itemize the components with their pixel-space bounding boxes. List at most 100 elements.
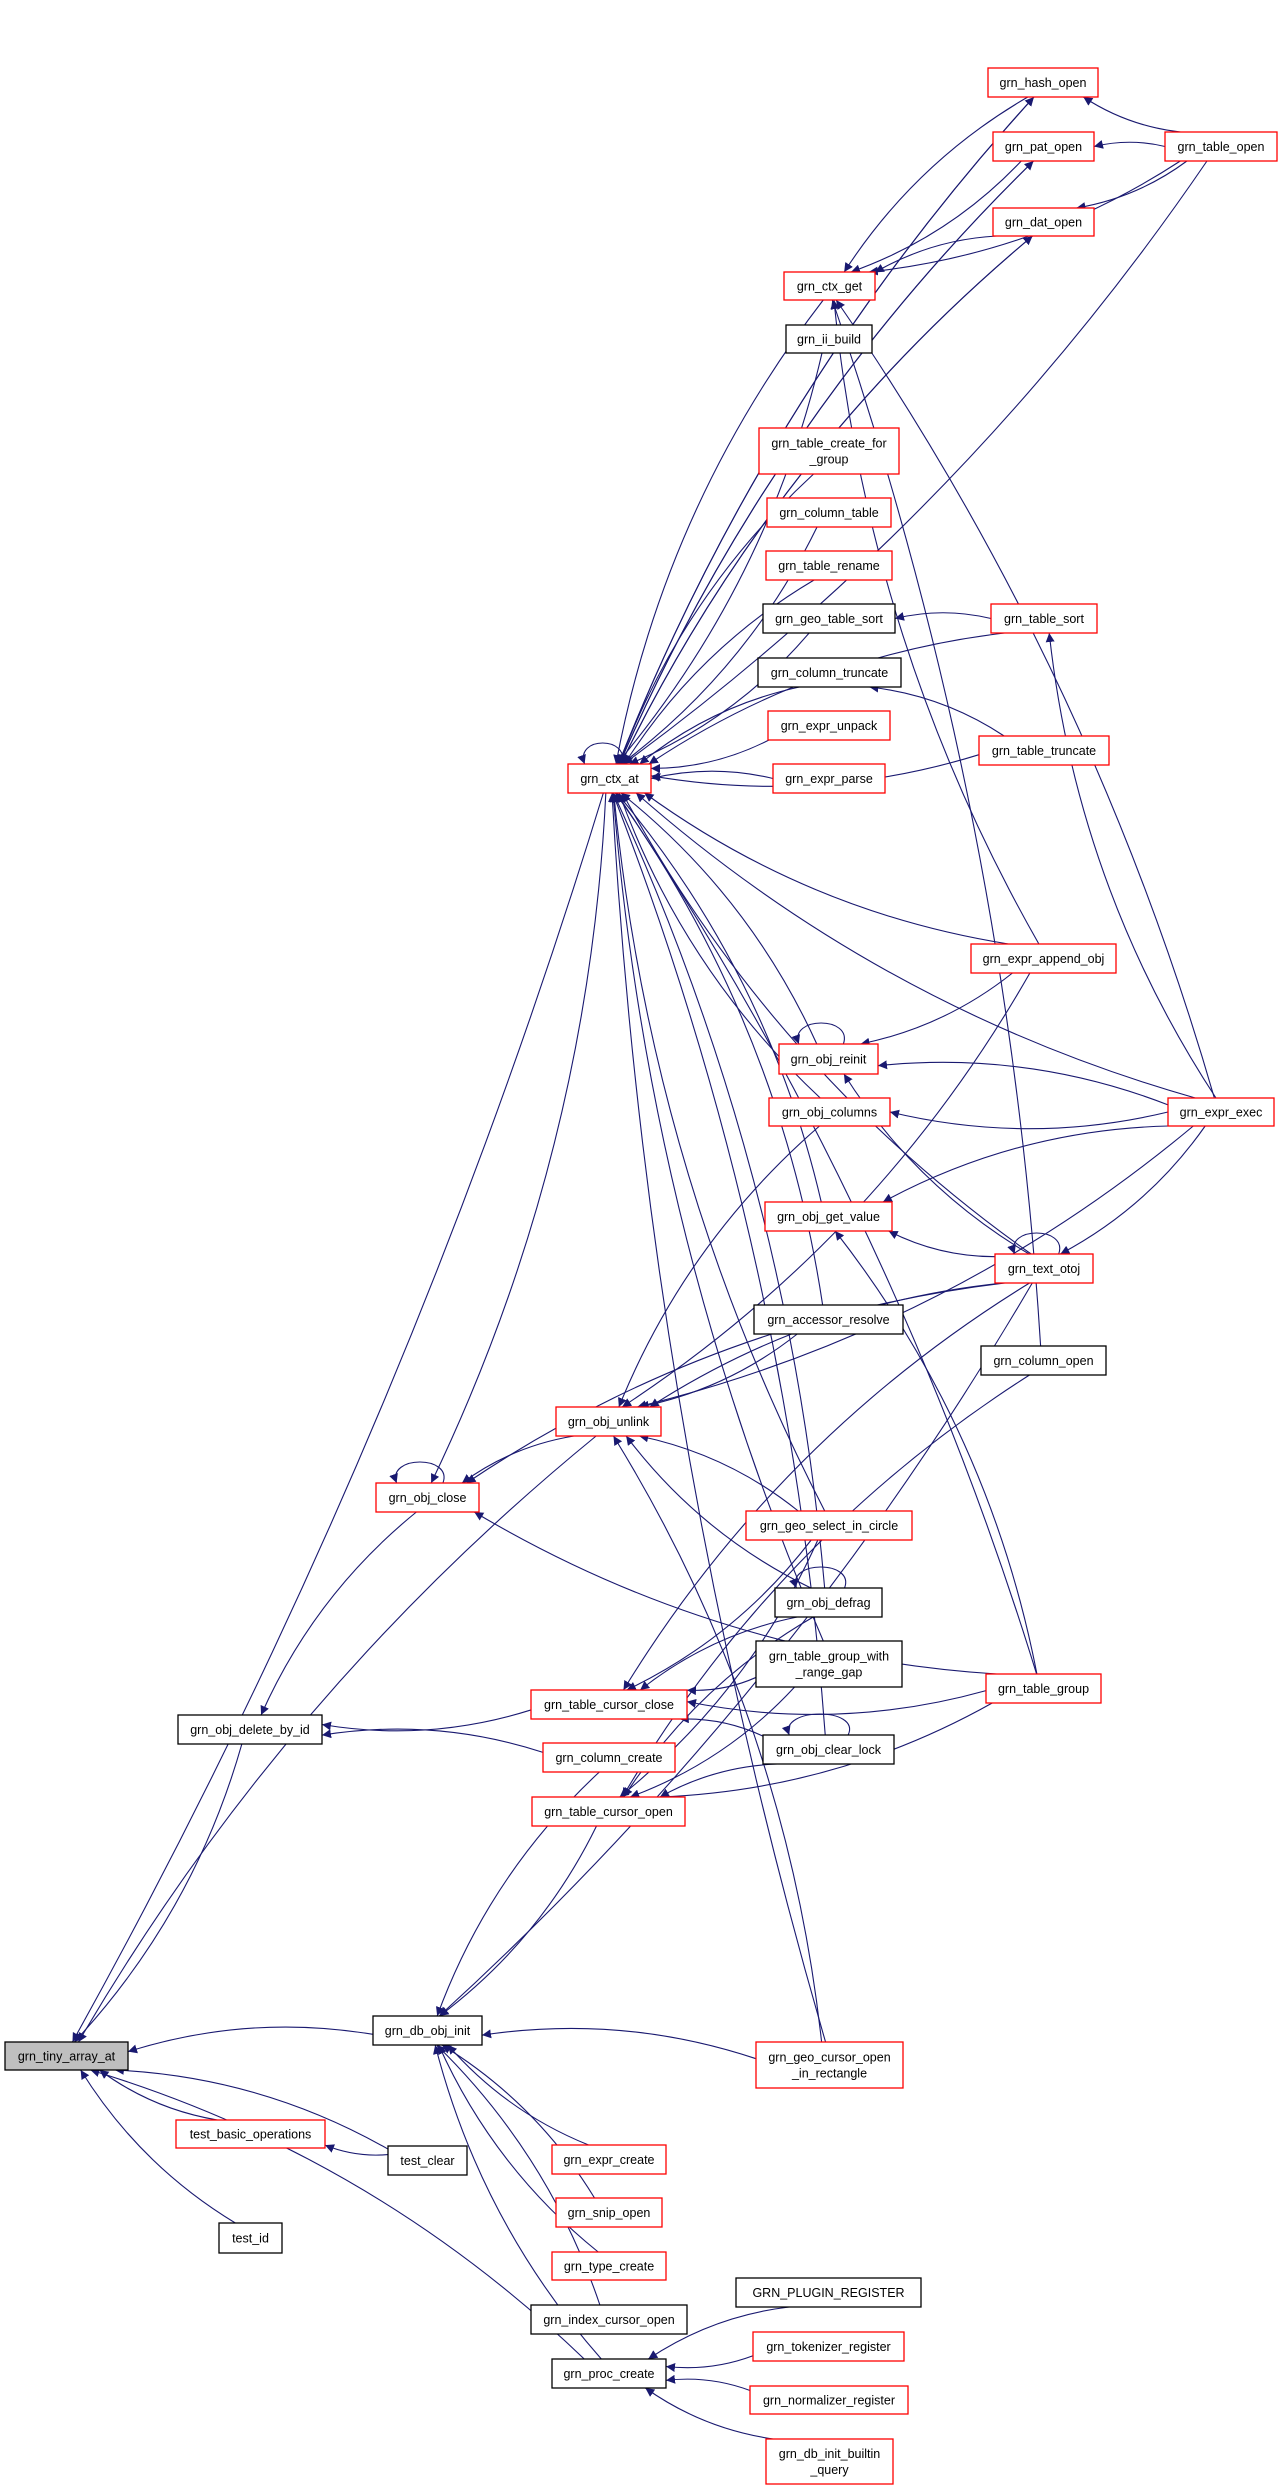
node-obj-columns[interactable]: grn_obj_columns [768, 1097, 891, 1127]
node-obj-get-value[interactable]: grn_obj_get_value [764, 1201, 893, 1232]
node-tokenizer-register[interactable]: grn_tokenizer_register [752, 2331, 905, 2362]
node-box[interactable] [978, 735, 1110, 766]
node-box[interactable] [372, 2015, 483, 2046]
node-box[interactable] [774, 1587, 883, 1618]
node-table-open[interactable]: grn_table_open [1164, 131, 1278, 162]
node-box[interactable] [762, 1734, 895, 1765]
node-box[interactable] [753, 1304, 904, 1335]
node-test-id[interactable]: test_id [218, 2222, 283, 2254]
node-box[interactable] [551, 2251, 667, 2281]
node-box[interactable] [375, 1482, 480, 1513]
node-box[interactable] [762, 603, 896, 634]
node-ii-build[interactable]: grn_ii_build [785, 324, 873, 354]
node-box[interactable] [749, 2385, 909, 2415]
node-column-open[interactable]: grn_column_open [980, 1345, 1107, 1376]
node-box[interactable] [4, 2041, 129, 2071]
node-box[interactable] [530, 1689, 688, 1720]
node-obj-defrag[interactable]: grn_obj_defrag [774, 1587, 883, 1618]
node-box[interactable] [530, 2304, 688, 2335]
node-expr-create[interactable]: grn_expr_create [551, 2144, 667, 2175]
node-expr-parse[interactable]: grn_expr_parse [772, 763, 886, 794]
node-box[interactable] [551, 2358, 667, 2389]
node-ctx-at[interactable]: grn_ctx_at [567, 763, 652, 794]
node-test-clear[interactable]: test_clear [387, 2145, 468, 2176]
node-test-basic-operations[interactable]: test_basic_operations [175, 2119, 326, 2149]
node-obj-reinit[interactable]: grn_obj_reinit [778, 1043, 879, 1075]
node-proc-create[interactable]: grn_proc_create [551, 2358, 667, 2389]
node-type-create[interactable]: grn_type_create [551, 2251, 667, 2281]
node-box[interactable] [735, 2277, 922, 2308]
node-accessor-resolve[interactable]: grn_accessor_resolve [753, 1304, 904, 1335]
node-box[interactable] [531, 1796, 686, 1827]
node-db-obj-init[interactable]: grn_db_obj_init [372, 2015, 483, 2046]
node-geo-cursor-open[interactable]: grn_geo_cursor_open_in_rectangle [755, 2041, 904, 2089]
node-box[interactable] [767, 710, 891, 741]
node-pat-open[interactable]: grn_pat_open [992, 131, 1095, 162]
node-box[interactable] [758, 427, 900, 475]
node-obj-close[interactable]: grn_obj_close [375, 1482, 480, 1513]
node-box[interactable] [757, 657, 902, 688]
node-box[interactable] [783, 271, 876, 301]
node-box[interactable] [778, 1043, 879, 1075]
node-geo-table-sort[interactable]: grn_geo_table_sort [762, 603, 896, 634]
node-expr-append-obj[interactable]: grn_expr_append_obj [970, 943, 1117, 974]
node-box[interactable] [175, 2119, 326, 2149]
node-box[interactable] [551, 2144, 667, 2175]
node-snip-open[interactable]: grn_snip_open [555, 2197, 663, 2228]
node-normalizer-register[interactable]: grn_normalizer_register [749, 2385, 909, 2415]
node-text-otoj[interactable]: grn_text_otoj [994, 1253, 1094, 1284]
node-box[interactable] [764, 1201, 893, 1232]
node-box[interactable] [1164, 131, 1278, 162]
node-table-cursor-open[interactable]: grn_table_cursor_open [531, 1796, 686, 1827]
node-box[interactable] [980, 1345, 1107, 1376]
node-table-group[interactable]: grn_table_group [985, 1673, 1102, 1704]
node-box[interactable] [1167, 1097, 1275, 1127]
node-box[interactable] [992, 207, 1095, 237]
node-box[interactable] [994, 1253, 1094, 1284]
node-box[interactable] [752, 2331, 905, 2362]
node-db-init-builtin-query[interactable]: grn_db_init_builtin_query [765, 2438, 894, 2485]
node-box[interactable] [992, 131, 1095, 162]
node-box[interactable] [567, 763, 652, 794]
node-column-truncate[interactable]: grn_column_truncate [757, 657, 902, 688]
node-box[interactable] [765, 2438, 894, 2485]
node-box[interactable] [970, 943, 1117, 974]
node-table-rename[interactable]: grn_table_rename [765, 550, 893, 581]
node-box[interactable] [765, 550, 893, 581]
node-box[interactable] [177, 1714, 323, 1745]
node-box[interactable] [542, 1742, 676, 1773]
node-box[interactable] [745, 1510, 913, 1541]
node-table-group-with[interactable]: grn_table_group_with_range_gap [755, 1640, 903, 1688]
node-dat-open[interactable]: grn_dat_open [992, 207, 1095, 237]
node-expr-unpack[interactable]: grn_expr_unpack [767, 710, 891, 741]
node-box[interactable] [755, 1640, 903, 1688]
node-box[interactable] [218, 2222, 283, 2254]
node-box[interactable] [766, 497, 892, 528]
node-box[interactable] [785, 324, 873, 354]
node-obj-clear-lock[interactable]: grn_obj_clear_lock [762, 1734, 895, 1765]
node-box[interactable] [985, 1673, 1102, 1704]
node-table-cursor-close[interactable]: grn_table_cursor_close [530, 1689, 688, 1720]
node-hash-open[interactable]: grn_hash_open [987, 67, 1099, 98]
node-obj-unlink[interactable]: grn_obj_unlink [555, 1406, 662, 1437]
node-table-create-for-group[interactable]: grn_table_create_for_group [758, 427, 900, 475]
node-geo-select-in-circle[interactable]: grn_geo_select_in_circle [745, 1510, 913, 1541]
node-box[interactable] [555, 2197, 663, 2228]
node-box[interactable] [755, 2041, 904, 2089]
node-box[interactable] [768, 1097, 891, 1127]
node-box[interactable] [987, 67, 1099, 98]
node-column-table[interactable]: grn_column_table [766, 497, 892, 528]
node-box[interactable] [772, 763, 886, 794]
node-column-create[interactable]: grn_column_create [542, 1742, 676, 1773]
node-ctx-get[interactable]: grn_ctx_get [783, 271, 876, 301]
node-table-sort[interactable]: grn_table_sort [990, 603, 1098, 634]
node-box[interactable] [555, 1406, 662, 1437]
node-tiny-array-at[interactable]: grn_tiny_array_at [4, 2041, 129, 2071]
node-box[interactable] [990, 603, 1098, 634]
node-box[interactable] [387, 2145, 468, 2176]
node-index-cursor-open[interactable]: grn_index_cursor_open [530, 2304, 688, 2335]
node-expr-exec[interactable]: grn_expr_exec [1167, 1097, 1275, 1127]
node-plugin-register[interactable]: GRN_PLUGIN_REGISTER [735, 2277, 922, 2308]
node-table-truncate[interactable]: grn_table_truncate [978, 735, 1110, 766]
node-obj-delete-by-id[interactable]: grn_obj_delete_by_id [177, 1714, 323, 1745]
